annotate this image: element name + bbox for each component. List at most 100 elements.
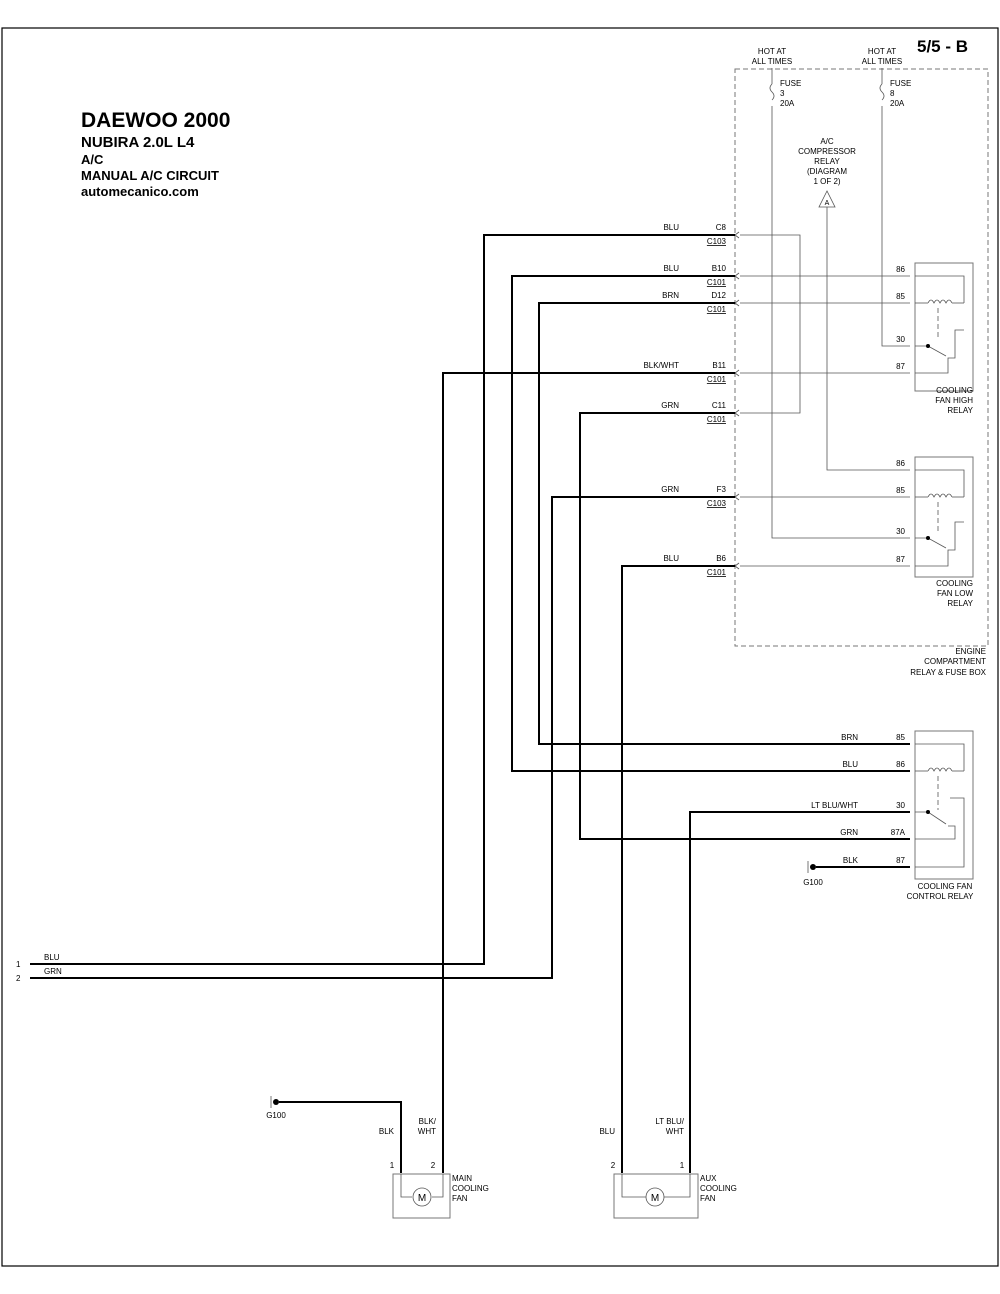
svg-text:FAN HIGH: FAN HIGH <box>935 396 973 405</box>
svg-text:87: 87 <box>896 555 905 564</box>
svg-text:30: 30 <box>896 527 905 536</box>
connector-id: C101 <box>707 375 727 384</box>
high-relay-label: COOLING FAN HIGH RELAY <box>935 386 973 415</box>
svg-text:M: M <box>418 1193 426 1204</box>
svg-text:1: 1 <box>680 1161 685 1170</box>
wire-blk-main-fan <box>279 1101 402 1173</box>
svg-text:RELAY & FUSE BOX: RELAY & FUSE BOX <box>910 668 986 677</box>
connector-id: C101 <box>707 278 727 287</box>
high-relay-switch <box>915 345 947 357</box>
title-make-year: DAEWOO 2000 <box>81 109 230 132</box>
wire-labels: BRN BLU LT BLU/WHT GRN BLK 85 86 30 87A … <box>811 733 905 865</box>
connector-pin: B10 <box>712 264 727 273</box>
wire-blkwht-b11 <box>442 372 735 1173</box>
page-frame <box>1 27 999 1267</box>
connector-pin: B11 <box>712 361 726 370</box>
svg-text:COOLING FAN: COOLING FAN <box>918 882 973 891</box>
svg-text:HOT AT: HOT AT <box>868 47 896 56</box>
connector-wire-color: BRN <box>662 291 679 300</box>
connector-wire-color: GRN <box>661 401 679 410</box>
fuse-3-to-low-relay-30 <box>771 106 910 539</box>
svg-text:RELAY: RELAY <box>947 599 973 608</box>
fuse-3-symbol <box>769 83 775 101</box>
main-fan-body <box>392 1173 451 1219</box>
svg-text:2: 2 <box>16 974 21 983</box>
svg-text:86: 86 <box>896 459 905 468</box>
svg-text:30: 30 <box>896 801 905 810</box>
low-relay-body <box>914 456 974 578</box>
connector-id: C101 <box>707 415 727 424</box>
svg-text:COOLING: COOLING <box>452 1184 489 1193</box>
svg-text:COOLING: COOLING <box>700 1184 737 1193</box>
svg-text:GRN: GRN <box>44 967 62 976</box>
ground-icon <box>273 1099 279 1105</box>
svg-text:BRN: BRN <box>841 733 858 742</box>
svg-text:COMPARTMENT: COMPARTMENT <box>924 657 986 666</box>
connector-pin: F3 <box>717 485 727 494</box>
svg-text:2: 2 <box>611 1161 616 1170</box>
low-relay-switch <box>915 537 947 549</box>
svg-text:G100: G100 <box>266 1111 286 1120</box>
left-terminals: 1 2 BLU GRN <box>16 953 62 983</box>
wire-blu-b6 <box>621 565 735 1173</box>
connector-terminal <box>734 493 740 501</box>
connector-id: C103 <box>707 237 727 246</box>
aux-fan-body <box>613 1173 699 1219</box>
svg-text:1: 1 <box>16 960 21 969</box>
svg-text:87: 87 <box>896 856 905 865</box>
connector-terminal <box>734 231 740 239</box>
page-number: 5/5 - B <box>917 37 968 56</box>
cooling-fan-high-relay: 86 85 30 87 COOLING FAN HIGH RELAY <box>896 262 974 415</box>
svg-text:87A: 87A <box>891 828 906 837</box>
svg-text:2: 2 <box>431 1161 436 1170</box>
svg-text:MAIN: MAIN <box>452 1174 472 1183</box>
main-cooling-fan: G100 BLK BLK/ WHT 1 2 M MAIN COOLING FAN <box>266 1096 489 1219</box>
compressor-relay-reference: A/C COMPRESSOR RELAY (DIAGRAM 1 OF 2) A <box>798 137 856 208</box>
fuse-8-symbol <box>879 83 885 101</box>
svg-text:1: 1 <box>390 1161 395 1170</box>
control-relay-switch <box>915 811 947 825</box>
connector-terminal <box>734 272 740 280</box>
wire-grn-f3 <box>30 496 735 979</box>
motor-icon <box>645 1187 665 1207</box>
svg-text:LT BLU/WHT: LT BLU/WHT <box>811 801 858 810</box>
connector-id: C103 <box>707 499 727 508</box>
title-circuit: MANUAL A/C CIRCUIT <box>81 168 219 183</box>
connector-id: C101 <box>707 305 727 314</box>
svg-text:A/C: A/C <box>820 137 834 146</box>
svg-text:BLK: BLK <box>379 1127 395 1136</box>
connector-terminal <box>734 369 740 377</box>
svg-text:BLU: BLU <box>842 760 858 769</box>
fuse-8-to-high-relay-30 <box>881 106 910 347</box>
svg-text:CONTROL RELAY: CONTROL RELAY <box>907 892 974 901</box>
svg-text:20A: 20A <box>780 99 795 108</box>
svg-text:20A: 20A <box>890 99 905 108</box>
harness-wires <box>30 234 910 1173</box>
relay-fuse-box-label: ENGINE COMPARTMENT RELAY & FUSE BOX <box>910 647 986 677</box>
main-fan-label: MAIN COOLING FAN <box>452 1174 489 1203</box>
svg-text:GRN: GRN <box>840 828 858 837</box>
svg-text:HOT AT: HOT AT <box>758 47 786 56</box>
compressor-to-low-relay-86 <box>826 207 910 471</box>
svg-text:COOLING: COOLING <box>936 386 973 395</box>
fuse-box-internal-wiring <box>740 106 910 567</box>
svg-text:(DIAGRAM: (DIAGRAM <box>807 167 847 176</box>
c8-to-c11-jumper <box>740 234 801 414</box>
svg-text:BLK: BLK <box>843 856 859 865</box>
connector-wire-color: BLU <box>663 554 679 563</box>
svg-text:FUSE: FUSE <box>780 79 801 88</box>
title-system: A/C <box>81 152 104 167</box>
power-source-fuse-8: HOT AT ALL TIMES FUSE 8 20A <box>862 47 912 108</box>
connector-terminal <box>734 562 740 570</box>
title-block: DAEWOO 2000 NUBIRA 2.0L L4 A/C MANUAL A/… <box>81 109 230 199</box>
ground-icon <box>810 864 816 870</box>
wire-ltbluwht-30 <box>689 811 910 1173</box>
control-relay-body <box>914 730 974 880</box>
svg-text:WHT: WHT <box>418 1127 436 1136</box>
aux-fan-label: AUX COOLING FAN <box>700 1174 737 1203</box>
low-relay-label: COOLING FAN LOW RELAY <box>936 579 974 608</box>
connector-wire-color: BLK/WHT <box>643 361 679 370</box>
svg-text:86: 86 <box>896 760 905 769</box>
title-website: automecanico.com <box>81 184 199 199</box>
